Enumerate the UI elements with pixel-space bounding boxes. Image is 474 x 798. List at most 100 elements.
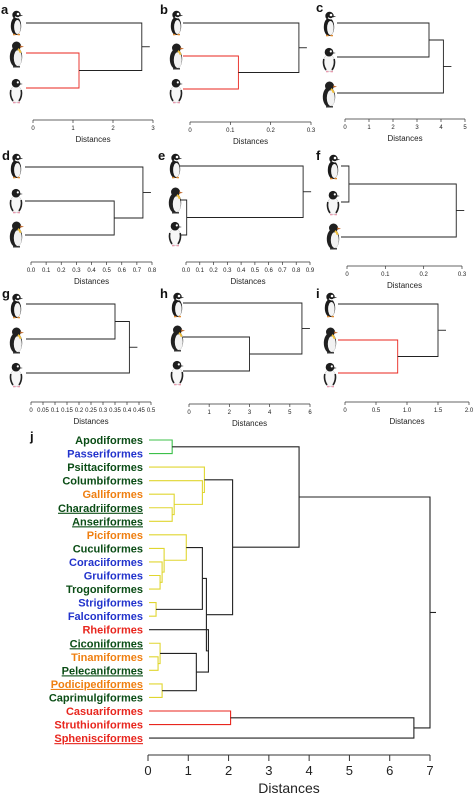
x-tick-label: 1 bbox=[367, 125, 371, 131]
order-label: Gruiformes bbox=[84, 571, 143, 583]
x-tick-label: 0.5 bbox=[372, 408, 381, 414]
dendrogram-link bbox=[25, 200, 115, 236]
x-tick-label: 0.0 bbox=[27, 268, 36, 274]
order-label: Sphenisciformes bbox=[54, 733, 143, 745]
x-axis-title: Distances bbox=[387, 134, 422, 143]
chinstrap-penguin-icon bbox=[323, 11, 337, 37]
emperor-penguin-icon bbox=[322, 326, 339, 354]
dendrogram-link bbox=[149, 656, 159, 671]
order-label: Falconiformes bbox=[68, 611, 143, 623]
order-label: Psittaciformes bbox=[67, 462, 143, 474]
x-axis-title: Distances bbox=[258, 780, 319, 796]
dendrogram-link bbox=[149, 602, 157, 617]
chinstrap-penguin-icon bbox=[171, 292, 185, 318]
dendrogram-link bbox=[299, 496, 431, 729]
dendrogram-link bbox=[149, 493, 175, 516]
x-tick-label: 0.1 bbox=[381, 272, 390, 278]
emperor-penguin-icon bbox=[8, 220, 25, 248]
x-tick-label: 0.2 bbox=[419, 272, 428, 278]
dendrogram-link bbox=[26, 303, 116, 340]
adelie-penguin-icon bbox=[169, 78, 184, 104]
x-tick-label: 0.3 bbox=[99, 408, 108, 414]
x-tick-label: 0.45 bbox=[133, 408, 145, 414]
panel-label: a bbox=[1, 2, 9, 17]
order-label: Strigiformes bbox=[78, 598, 143, 610]
emperor-penguin-icon bbox=[321, 80, 338, 108]
x-tick-label: 1.5 bbox=[434, 408, 443, 414]
panel-label: f bbox=[316, 148, 321, 163]
x-tick-label: 0.0 bbox=[182, 268, 191, 274]
order-label: Tinamiformes bbox=[71, 652, 143, 664]
dendrogram-link bbox=[338, 303, 439, 357]
panel-label: b bbox=[160, 2, 168, 17]
x-tick-label: 0.35 bbox=[109, 408, 121, 414]
dendrogram-link bbox=[149, 466, 205, 494]
x-tick-label: 0.3 bbox=[72, 268, 81, 274]
dendrogram-link bbox=[149, 547, 165, 573]
x-tick-label: 0.1 bbox=[51, 408, 60, 414]
order-label: Cuculiformes bbox=[73, 543, 143, 555]
x-tick-label: 0.8 bbox=[148, 268, 157, 274]
x-tick-label: 1 bbox=[71, 126, 75, 132]
x-axis-title: Distances bbox=[75, 135, 110, 144]
dendrogram-link bbox=[202, 577, 209, 652]
panel-label: h bbox=[160, 286, 168, 301]
order-label: Coraciiformes bbox=[69, 557, 143, 569]
x-tick-label: 0.3 bbox=[458, 272, 467, 278]
order-label: Struthioniformes bbox=[54, 720, 143, 732]
x-tick-label: 7 bbox=[426, 763, 433, 778]
x-axis-title: Distances bbox=[74, 277, 109, 286]
x-tick-label: 0 bbox=[345, 272, 349, 278]
panel-label: g bbox=[2, 286, 10, 301]
dendrogram-link bbox=[149, 717, 415, 739]
emperor-penguin-icon bbox=[169, 324, 186, 352]
dendrogram-link bbox=[149, 574, 161, 590]
x-axis-title: Distances bbox=[233, 137, 268, 146]
dendrogram-link bbox=[149, 480, 203, 505]
dendrogram-link bbox=[156, 547, 203, 610]
x-axis-title: Distances bbox=[232, 419, 267, 428]
x-tick-label: 0 bbox=[31, 126, 35, 132]
dendrogram-link bbox=[26, 321, 130, 374]
adelie-penguin-icon bbox=[323, 362, 338, 388]
dendrogram-link bbox=[337, 22, 430, 58]
x-tick-label: 0.05 bbox=[37, 408, 49, 414]
x-tick-label: 0.2 bbox=[209, 268, 218, 274]
dendrogram-link bbox=[183, 336, 250, 372]
x-tick-label: 0.1 bbox=[196, 268, 205, 274]
order-label: Caprimulgiformes bbox=[49, 692, 143, 704]
x-tick-label: 0.4 bbox=[87, 268, 96, 274]
x-tick-label: 0.4 bbox=[237, 268, 246, 274]
x-tick-label: 0.1 bbox=[42, 268, 51, 274]
panel-label: d bbox=[2, 148, 10, 163]
order-label: Pelecaniformes bbox=[62, 665, 143, 677]
dendrogram-link bbox=[149, 629, 209, 673]
x-tick-label: 0.6 bbox=[118, 268, 127, 274]
x-tick-label: 0.4 bbox=[123, 408, 132, 414]
dendrogram-link bbox=[180, 165, 304, 218]
adelie-penguin-icon bbox=[9, 362, 24, 388]
x-tick-label: 5 bbox=[463, 125, 467, 131]
x-axis-title: Distances bbox=[230, 277, 265, 286]
x-tick-label: 3 bbox=[151, 126, 155, 132]
chinstrap-penguin-icon bbox=[327, 154, 341, 180]
x-tick-label: 1 bbox=[185, 763, 192, 778]
dendrogram-link bbox=[149, 534, 187, 561]
adelie-penguin-icon bbox=[9, 78, 24, 104]
x-tick-label: 5 bbox=[288, 410, 292, 416]
dendrogram-link bbox=[337, 39, 444, 94]
panel-label: c bbox=[316, 0, 323, 15]
dendrogram-link bbox=[149, 439, 173, 455]
emperor-penguin-icon bbox=[8, 40, 25, 68]
x-tick-label: 1 bbox=[207, 410, 211, 416]
panel-label: e bbox=[158, 148, 165, 163]
x-tick-label: 0.25 bbox=[85, 408, 97, 414]
x-tick-label: 6 bbox=[386, 763, 393, 778]
order-label: Apodiformes bbox=[75, 435, 143, 447]
